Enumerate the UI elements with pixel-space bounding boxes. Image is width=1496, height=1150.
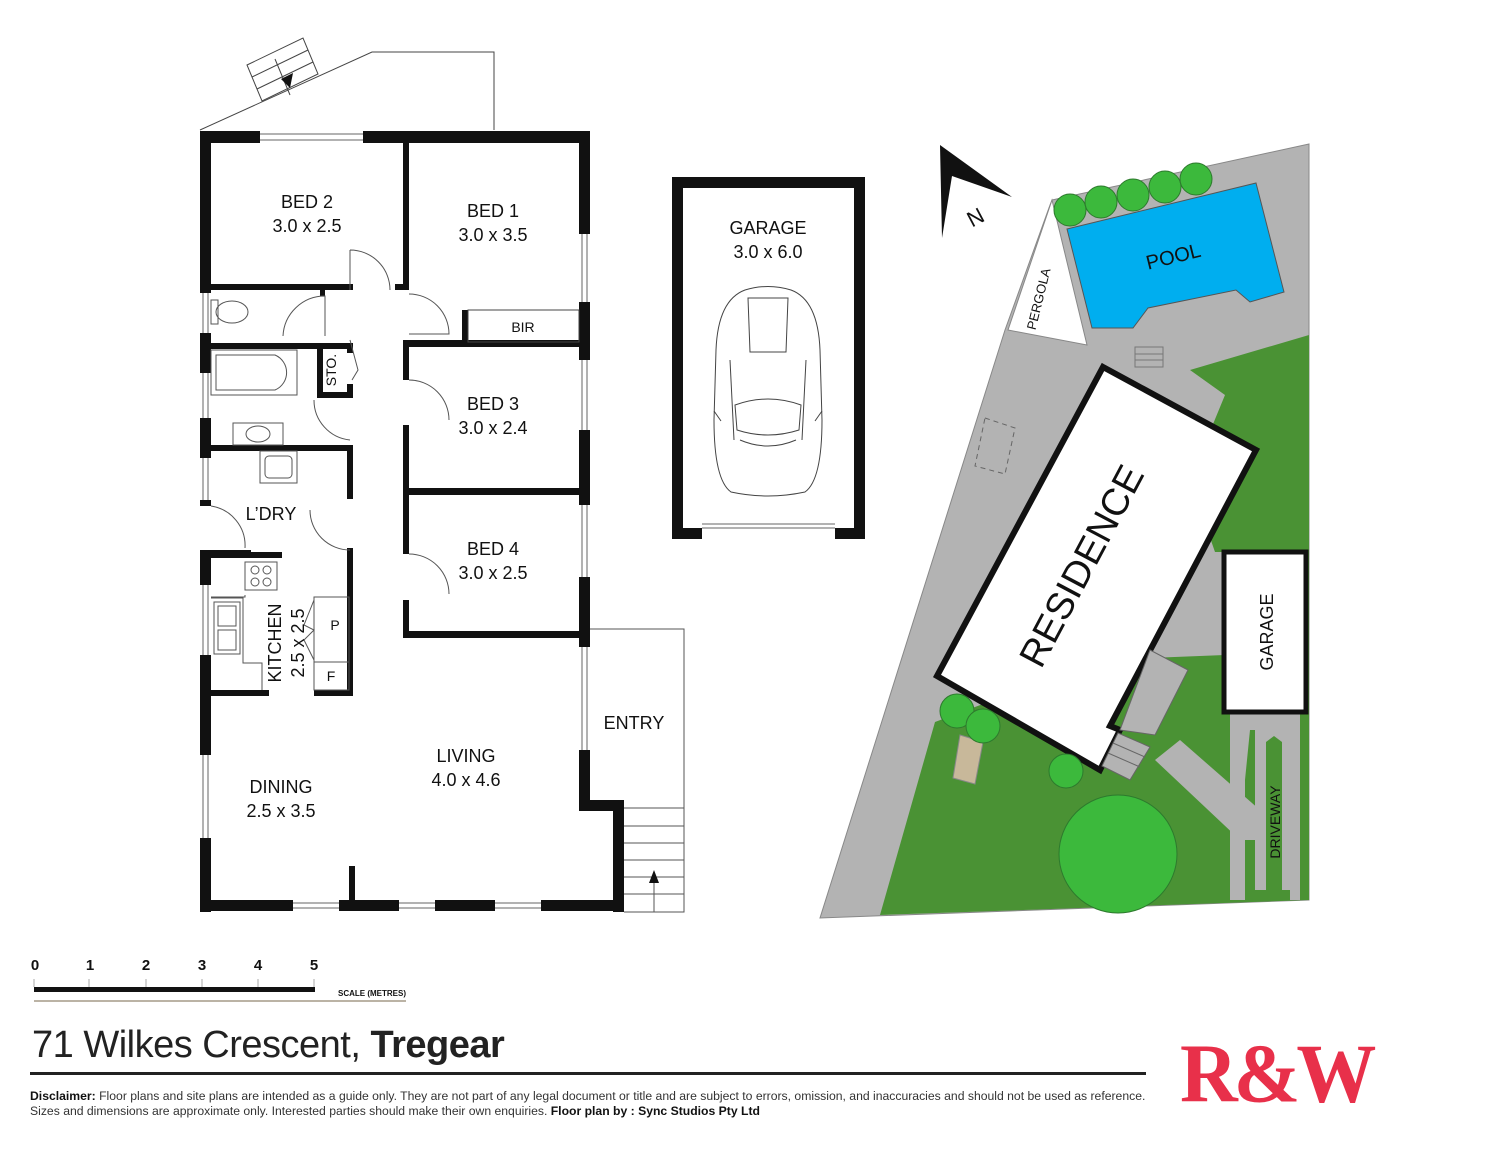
laundry-tub-icon <box>259 450 298 484</box>
address-suburb: Tregear <box>370 1024 505 1066</box>
driveway-label: DRIVEWAY <box>1267 785 1283 859</box>
footer-divider <box>30 1072 1146 1075</box>
svg-text:2: 2 <box>142 957 150 974</box>
svg-text:N: N <box>963 203 989 233</box>
interior-walls <box>207 141 583 904</box>
hedge-trees <box>1053 162 1213 227</box>
room-label-fridge: F <box>327 668 336 684</box>
floorplan-credit: Floor plan by : Sync Studios Pty Ltd <box>550 1103 760 1118</box>
windows <box>202 133 588 909</box>
room-labels: BED 2 3.0 x 2.5 BED 1 3.0 x 3.5 BIR STO.… <box>246 192 665 821</box>
kitchen-fixtures <box>211 561 350 691</box>
svg-text:3: 3 <box>198 957 206 974</box>
svg-text:4: 4 <box>254 957 263 974</box>
driveway-strip <box>1266 736 1282 898</box>
garage-label: GARAGE <box>729 218 806 238</box>
room-label-bed4: BED 4 <box>467 539 519 559</box>
pergola <box>1007 198 1088 346</box>
svg-text:0: 0 <box>31 957 39 974</box>
room-label-pantry: P <box>330 617 339 633</box>
address-street: 71 Wilkes Crescent, <box>32 1024 361 1066</box>
room-label-bed2: BED 2 <box>281 192 333 212</box>
svg-text:5: 5 <box>310 957 318 974</box>
bir-box <box>467 309 580 343</box>
scale-bar: 0 1 2 3 4 5 SCALE (METRES) <box>31 957 406 1002</box>
room-dims-dining: 2.5 x 3.5 <box>246 801 315 821</box>
bath-icon <box>210 349 298 396</box>
stairs-up-arrow-icon <box>649 870 659 883</box>
room-dims-living: 4.0 x 4.6 <box>431 770 500 790</box>
room-label-living: LIVING <box>436 746 495 766</box>
room-label-bir: BIR <box>511 319 534 335</box>
door-swings <box>210 249 450 595</box>
room-label-bed3: BED 3 <box>467 394 519 414</box>
room-dims-bed1: 3.0 x 3.5 <box>458 225 527 245</box>
entry-porch <box>590 628 685 913</box>
site-plan: N POOL PERGOLA RESIDENCE GARAGE DRIVEWAY <box>819 143 1310 919</box>
room-dims-bed2: 3.0 x 2.5 <box>272 216 341 236</box>
garage-dims: 3.0 x 6.0 <box>733 242 802 262</box>
room-label-kitchen: KITCHEN <box>265 603 285 682</box>
car-icon <box>713 286 823 497</box>
room-dims-bed3: 3.0 x 2.4 <box>458 418 527 438</box>
room-label-entry: ENTRY <box>604 713 665 733</box>
room-label-bed1: BED 1 <box>467 201 519 221</box>
disclaimer-text: Floor plans and site plans are intended … <box>30 1089 1146 1118</box>
room-dims-bed4: 3.0 x 2.5 <box>458 563 527 583</box>
site-garage-label: GARAGE <box>1257 593 1277 670</box>
garage-plan: GARAGE 3.0 x 6.0 <box>672 177 865 539</box>
toilet-icon <box>210 299 249 325</box>
svg-text:1: 1 <box>86 957 94 974</box>
rear-stairs <box>246 37 319 102</box>
vanity-basin-icon <box>232 422 284 446</box>
pool <box>1066 182 1285 329</box>
property-address: 71 Wilkes Crescent, Tregear <box>32 1024 505 1067</box>
room-label-sto: STO. <box>323 354 339 386</box>
room-label-dining: DINING <box>250 777 313 797</box>
stairs-down-arrow-icon <box>281 73 293 88</box>
floor-plan <box>199 37 685 913</box>
site-garage <box>1221 549 1309 715</box>
north-arrow-icon: N <box>940 145 1012 238</box>
outer-walls <box>200 131 624 912</box>
garden-trees <box>939 693 1178 914</box>
disclaimer-label: Disclaimer: <box>30 1089 96 1103</box>
scale-caption: SCALE (METRES) <box>338 989 406 998</box>
room-label-laundry: L’DRY <box>246 504 297 524</box>
room-dims-kitchen: 2.5 x 2.5 <box>288 608 308 677</box>
disclaimer: Disclaimer: Floor plans and site plans a… <box>30 1089 1160 1118</box>
brand-logo: R&W <box>1180 1027 1376 1121</box>
